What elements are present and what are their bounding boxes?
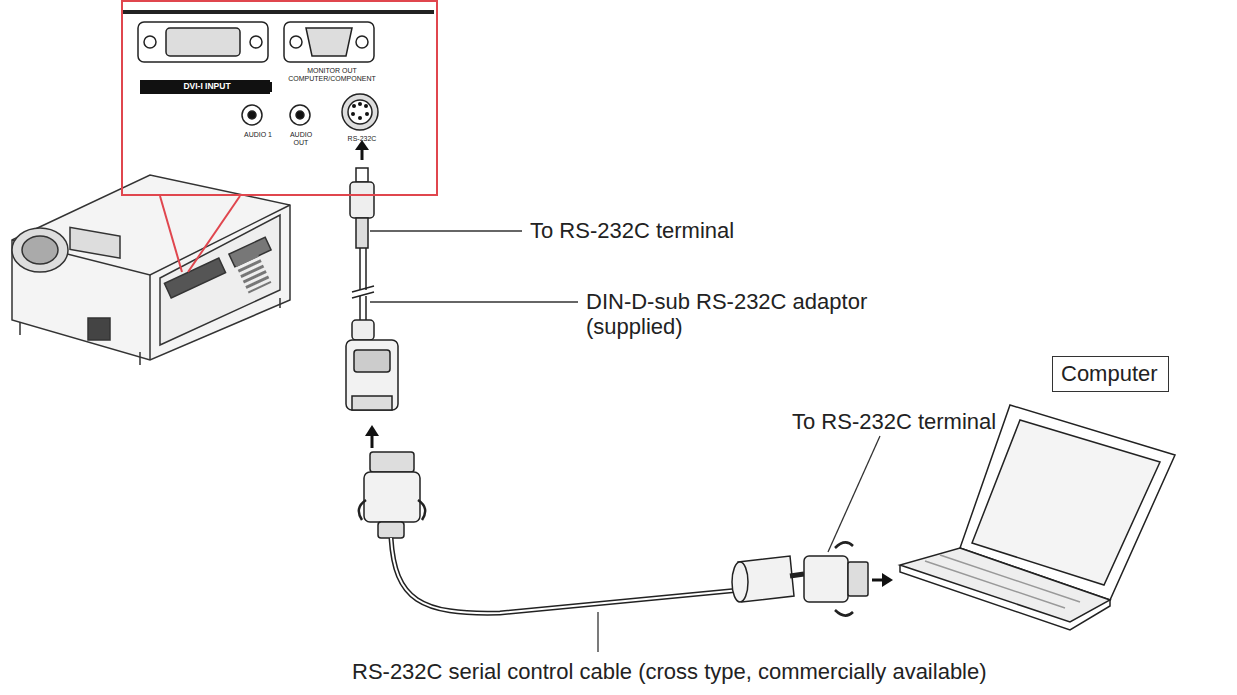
zoom-inset: DVI-I INPUT MONITOR OUT COMPUTER/COMPONEN… <box>121 0 438 196</box>
cable-end-label: To RS-232C terminal <box>790 409 998 434</box>
dsub-connector <box>804 542 868 615</box>
adaptor-label: DIN-D-sub RS-232C adaptor (supplied) <box>584 289 878 340</box>
computer-box: Computer <box>1052 356 1169 392</box>
ferrite-core <box>732 556 804 602</box>
cable-label: RS-232C serial control cable (cross type… <box>350 659 989 684</box>
terminal-label: DVI-I INPUT <box>142 82 272 92</box>
terminal-label: AUDIO 1 <box>238 131 278 139</box>
terminal-label: RS-232C <box>342 135 382 143</box>
cable-end-label: To RS-232C terminal <box>528 218 736 243</box>
din-dsub-adaptor <box>346 320 398 410</box>
leader-line <box>370 231 880 652</box>
serial-cable <box>391 538 740 613</box>
dsub-connector <box>359 452 425 538</box>
din-plug <box>350 168 374 320</box>
terminal-label: AUDIO OUT <box>286 131 316 147</box>
insert-arrow <box>365 425 379 436</box>
zoom-leader <box>160 196 240 272</box>
terminal-panel <box>123 12 434 130</box>
computer-label: Computer <box>1061 361 1160 387</box>
laptop-computer <box>900 405 1175 630</box>
insert-arrow <box>882 573 893 587</box>
terminal-label: MONITOR OUT COMPUTER/COMPONENT <box>286 67 378 83</box>
serial-cable <box>391 538 740 613</box>
projector <box>12 175 290 365</box>
